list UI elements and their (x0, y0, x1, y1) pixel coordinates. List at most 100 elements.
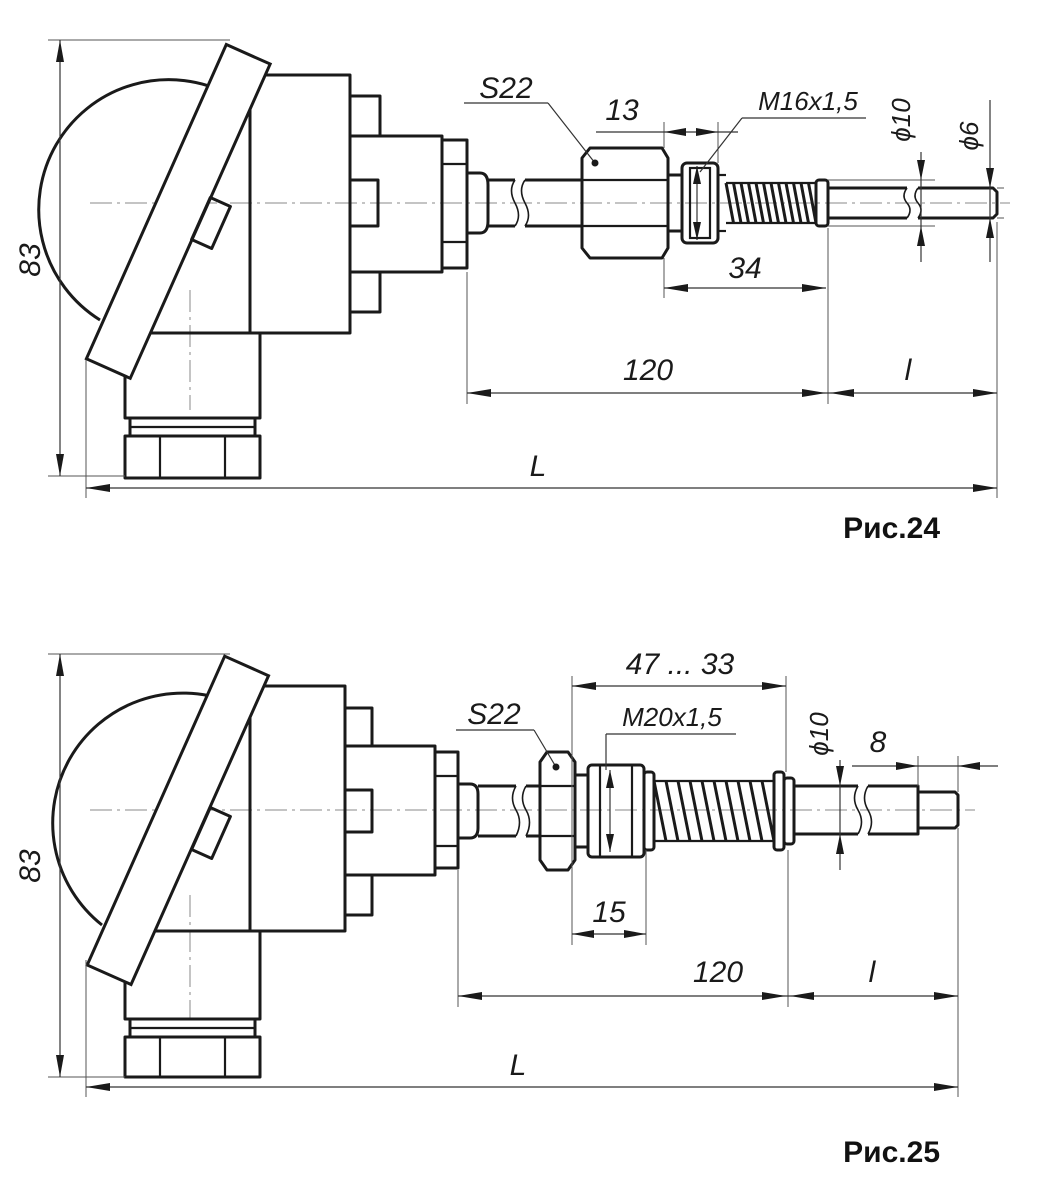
head-boss-top (343, 706, 374, 748)
head-lid-plate (84, 42, 273, 381)
arrowhead (86, 1083, 110, 1091)
cable-gland-nut (123, 1035, 262, 1079)
cable-gland-nut (123, 434, 262, 480)
dim-13-label: 13 (605, 94, 639, 127)
head-boss-top (348, 94, 382, 138)
arrowhead (56, 454, 64, 476)
dim-34-label: 34 (728, 252, 761, 285)
leader-line (547, 102, 596, 164)
arrowhead (790, 992, 814, 1000)
arrowhead (572, 682, 596, 690)
spring-envelope (654, 779, 774, 843)
probe-sheath (828, 186, 999, 220)
head-dome-cover (37, 78, 231, 322)
lid-latch (190, 196, 232, 250)
arrowhead (802, 284, 826, 292)
head-body (248, 684, 347, 933)
arrowhead (973, 484, 997, 492)
terminal-head (37, 42, 469, 480)
leader-dot (552, 763, 560, 771)
probe-assembly (458, 750, 960, 872)
dim-height-label: 83 (14, 849, 47, 883)
hex-nut-s22 (538, 750, 577, 872)
arrowhead (762, 992, 786, 1000)
arrowhead (606, 770, 614, 788)
dia-6-label: ϕ6 (954, 121, 984, 150)
fitting-shoulder (575, 773, 590, 849)
dia-10-label: ϕ10 (804, 712, 834, 756)
spring-envelope (726, 181, 816, 225)
arrowhead (56, 654, 64, 676)
arrowhead (693, 166, 701, 184)
thread-m16-label: M16x1,5 (758, 86, 858, 116)
protective-tube (478, 784, 540, 838)
head-dome-cover (51, 691, 231, 927)
dim-probe-length-label: l (869, 956, 877, 989)
arrowhead (624, 930, 646, 938)
arrowhead (572, 930, 594, 938)
figure-24-caption: Рис.24 (843, 512, 940, 545)
spring-stop-washer (814, 178, 830, 228)
arrowhead (836, 834, 844, 854)
dim-120-label: 120 (623, 354, 673, 387)
dimensions-fig25: 83 L 120 l 47 ... 33 (14, 648, 998, 1097)
arrowhead (802, 389, 826, 397)
spring-coil (724, 182, 818, 224)
head-neck (348, 134, 444, 274)
hex-s22-label: S22 (467, 698, 521, 731)
figure-25-drawing: 83 L 120 l 47 ... 33 (14, 648, 998, 1169)
arrowhead (830, 389, 854, 397)
sheath-break-mark (853, 785, 873, 835)
arrowhead (467, 389, 491, 397)
head-collar (440, 138, 469, 270)
leader-line (533, 729, 557, 768)
arrowhead (664, 128, 686, 136)
thread-fitting-m20 (586, 763, 646, 859)
leader-dot (591, 159, 599, 167)
head-collar (433, 750, 460, 870)
probe-tip (918, 790, 960, 830)
fitting-washer (642, 770, 656, 852)
arrowhead (836, 766, 844, 786)
dim-total-length-label: L (510, 1049, 527, 1082)
head-body (248, 73, 352, 335)
tube-break-mark (510, 179, 530, 227)
head-boss-mid (348, 178, 380, 228)
arrowhead (986, 168, 994, 188)
stem-taper (458, 782, 480, 840)
arrowhead (693, 222, 701, 240)
arrowhead (56, 1055, 64, 1077)
dim-15-label: 15 (592, 896, 626, 929)
arrowhead (986, 218, 994, 238)
tube-break-mark (511, 785, 531, 837)
arrowhead (917, 160, 925, 180)
hex-nut-s22 (580, 146, 670, 260)
thread-m20-label: M20x1,5 (622, 702, 722, 732)
arrowhead (606, 834, 614, 852)
dim-probe-length-label: l (905, 354, 913, 387)
dimensions-fig24: 83 L 120 l 34 (14, 39, 1004, 498)
arrowhead (458, 992, 482, 1000)
arrowhead (664, 284, 688, 292)
head-boss-bottom (348, 270, 382, 314)
arrowhead (896, 762, 918, 770)
stem-taper (467, 171, 490, 235)
dim-range-label: 47 ... 33 (626, 648, 735, 681)
head-boss-mid (343, 788, 374, 834)
arrowhead (56, 40, 64, 62)
figure-24-drawing: 83 L 120 l 34 (14, 39, 1010, 545)
coil-spring (724, 181, 818, 225)
fitting-shoulder (668, 173, 682, 233)
dia-10-label: ϕ10 (886, 98, 916, 142)
protective-tube (488, 178, 582, 228)
head-boss-bottom (343, 873, 374, 917)
arrowhead (973, 389, 997, 397)
dim-height-label: 83 (14, 243, 47, 277)
arrowhead (917, 226, 925, 246)
terminal-head (51, 654, 460, 1079)
arrowhead (958, 762, 980, 770)
dim-total-length-label: L (530, 450, 547, 483)
probe-sheath (794, 784, 920, 836)
lid-latch (190, 806, 232, 860)
arrowhead (934, 992, 958, 1000)
